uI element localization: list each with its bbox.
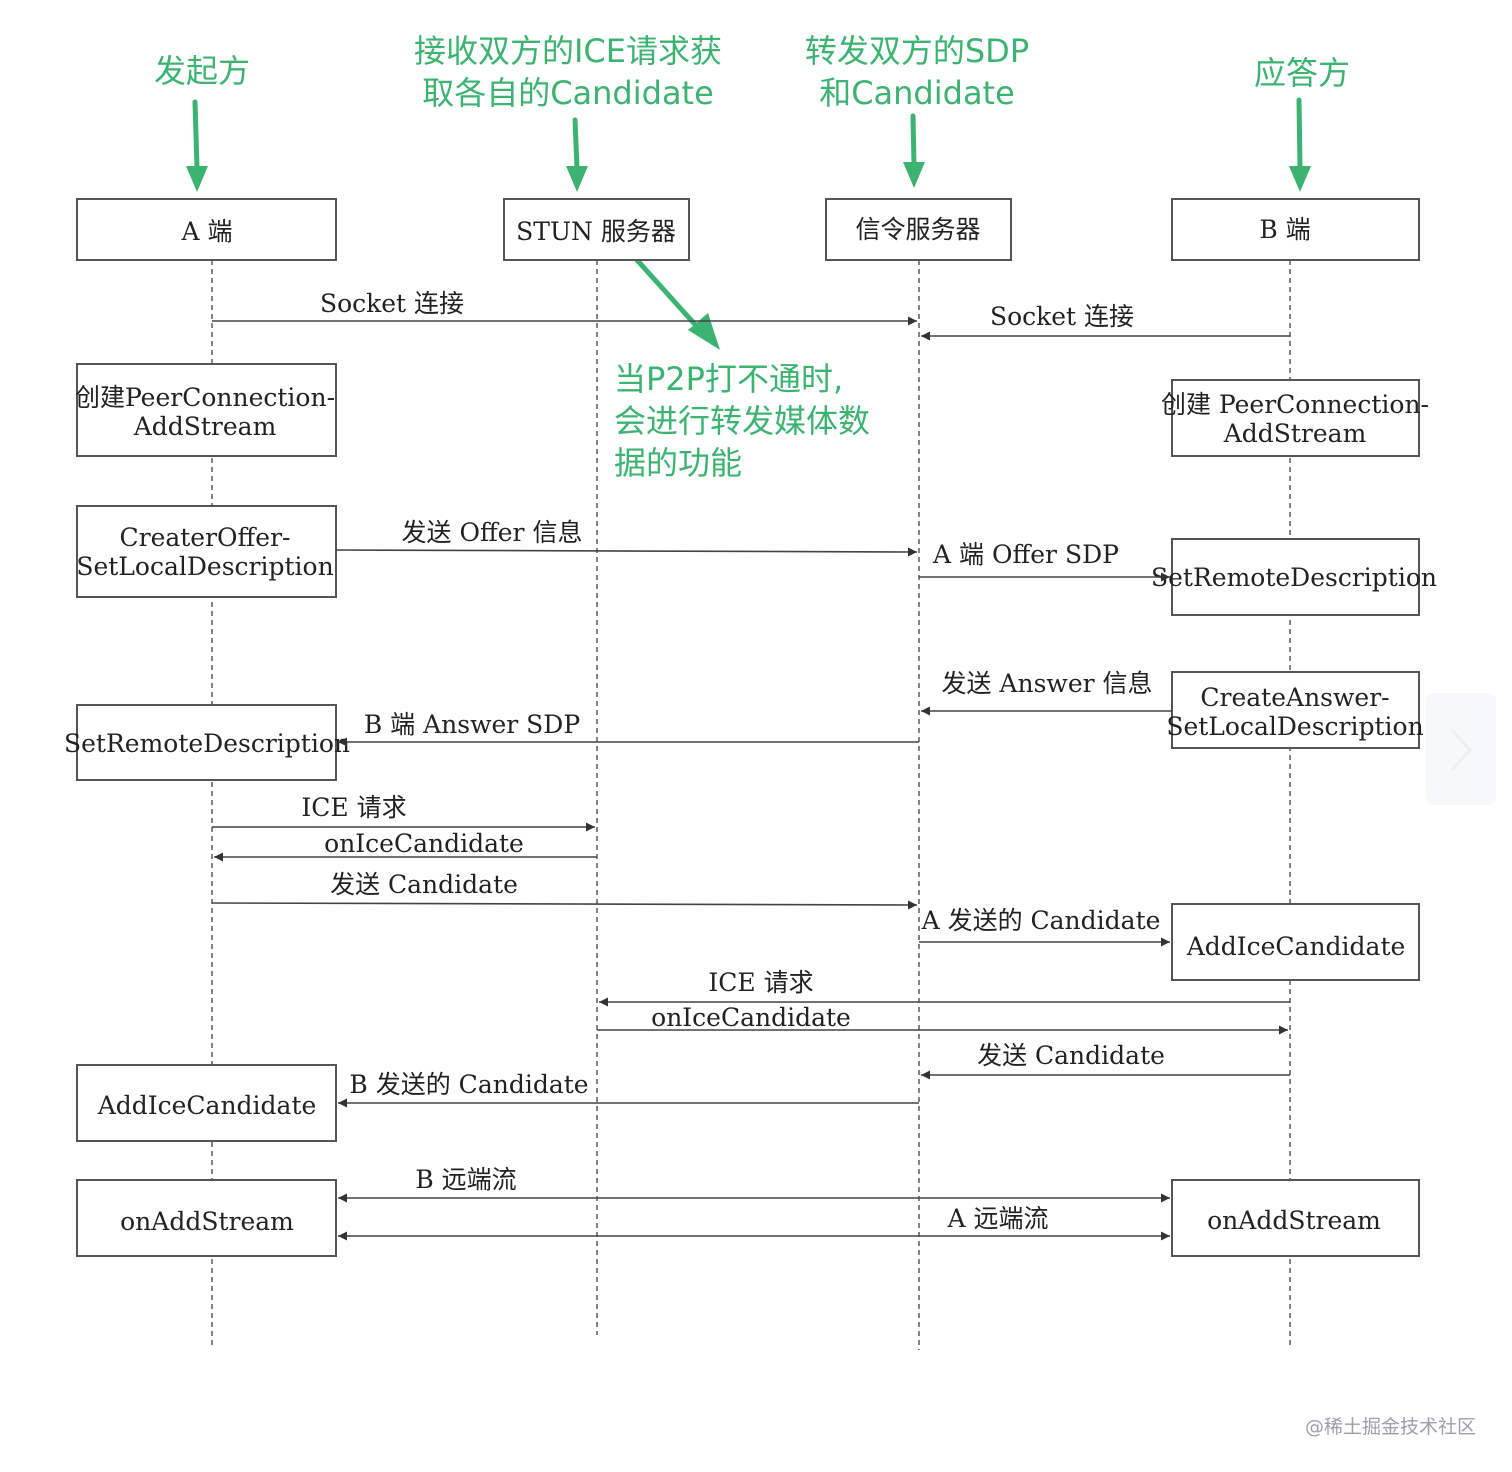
- participant-signal-box: [825, 198, 1012, 261]
- participant-b-box: [1171, 198, 1420, 261]
- watermark: @稀土掘金技术社区: [1305, 1416, 1476, 1438]
- message-send-answer: 发送 Answer 信息: [921, 669, 1172, 716]
- step-b-create-line1: 创建 PeerConnection-: [1161, 390, 1429, 419]
- pointer-arrow-responder: [1289, 97, 1311, 192]
- message-send-answer-label: 发送 Answer 信息: [941, 669, 1152, 698]
- message-a-offer-sdp: A 端 Offer SDP: [919, 540, 1170, 582]
- step-b-setremote-box: [1171, 538, 1420, 616]
- message-ice-request-a: ICE 请求: [212, 793, 595, 832]
- message-onice-b: onIceCandidate: [597, 1003, 1288, 1035]
- message-a-offer-sdp-label: A 端 Offer SDP: [932, 540, 1119, 569]
- step-a-create-line2: AddStream: [133, 412, 277, 441]
- message-ice-request-b-label: ICE 请求: [708, 968, 813, 997]
- message-b-answer-sdp: B 端 Answer SDP: [338, 710, 919, 747]
- message-b-sent-candidate: B 发送的 Candidate: [338, 1070, 919, 1108]
- message-send-candidate-b: 发送 Candidate: [921, 1041, 1290, 1080]
- step-a-offer-line2: SetLocalDescription: [76, 552, 333, 581]
- participant-stun-box: [503, 198, 690, 261]
- note-initiator: 发起方: [154, 52, 250, 90]
- message-send-candidate-b-label: 发送 Candidate: [977, 1041, 1165, 1070]
- participant-stun-label: STUN 服务器: [516, 217, 676, 246]
- message-b-remote-stream: B 远端流: [338, 1165, 1170, 1203]
- step-a-create-box: [76, 363, 337, 457]
- note-stun-role-line1: 接收双方的ICE请求获: [414, 32, 722, 70]
- message-send-candidate-a-label: 发送 Candidate: [330, 870, 518, 899]
- pointer-arrow-signal: [903, 113, 925, 188]
- step-a-offer-line1: CreaterOffer-: [119, 523, 290, 552]
- message-socket-b: Socket 连接: [921, 302, 1290, 341]
- step-b-answer-line2: SetLocalDescription: [1166, 712, 1423, 741]
- note-relay-line3: 据的功能: [614, 444, 742, 482]
- message-socket-b-label: Socket 连接: [990, 302, 1134, 331]
- side-handle[interactable]: [1426, 693, 1496, 805]
- participant-a-box: [76, 198, 337, 261]
- message-a-remote-stream-label: A 远端流: [946, 1204, 1048, 1233]
- message-onice-a-label: onIceCandidate: [324, 829, 524, 858]
- step-b-create-box: [1171, 379, 1420, 457]
- message-socket-a-label: Socket 连接: [320, 289, 464, 318]
- message-send-offer: 发送 Offer 信息: [335, 518, 918, 557]
- message-onice-b-label: onIceCandidate: [651, 1003, 851, 1032]
- message-onice-a: onIceCandidate: [214, 829, 597, 862]
- step-b-create-line2: AddStream: [1223, 419, 1367, 448]
- step-a-create-line1: 创建PeerConnection-: [75, 383, 335, 412]
- note-signal-role-line2: 和Candidate: [819, 74, 1015, 112]
- message-a-sent-candidate: A 发送的 Candidate: [919, 906, 1170, 947]
- pointer-arrow-relay: [625, 247, 720, 350]
- participant-a-label: A 端: [180, 217, 232, 246]
- step-b-setremote-label: SetRemoteDescription: [1151, 563, 1437, 592]
- message-a-sent-candidate-label: A 发送的 Candidate: [921, 906, 1161, 935]
- step-a-addice-label: AddIceCandidate: [97, 1091, 317, 1120]
- step-a-addice-box: [76, 1064, 337, 1142]
- note-relay-line2: 会进行转发媒体数: [614, 402, 870, 440]
- step-a-offer-box: [76, 505, 337, 598]
- message-send-candidate-a: 发送 Candidate: [211, 870, 918, 910]
- message-b-remote-stream-label: B 远端流: [415, 1165, 516, 1194]
- participant-signal-label: 信令服务器: [855, 215, 980, 244]
- step-b-onadd-label: onAddStream: [1207, 1206, 1381, 1235]
- message-b-answer-sdp-label: B 端 Answer SDP: [364, 710, 580, 739]
- step-b-addice-label: AddIceCandidate: [1186, 932, 1406, 961]
- step-b-answer-line1: CreateAnswer-: [1200, 683, 1389, 712]
- message-a-remote-stream: A 远端流: [338, 1204, 1170, 1241]
- step-a-onadd-label: onAddStream: [120, 1207, 294, 1236]
- step-a-setremote-label: SetRemoteDescription: [64, 729, 350, 758]
- message-socket-a: Socket 连接: [212, 289, 917, 326]
- step-a-setremote-box: [76, 704, 337, 781]
- message-ice-request-b: ICE 请求: [599, 968, 1290, 1007]
- pointer-arrow-stun: [566, 117, 588, 192]
- note-stun-role-line2: 取各自的Candidate: [422, 74, 714, 112]
- message-b-sent-candidate-label: B 发送的 Candidate: [349, 1070, 588, 1099]
- participant-b-label: B 端: [1259, 215, 1310, 244]
- message-ice-request-a-label: ICE 请求: [301, 793, 406, 822]
- step-b-answer-box: [1171, 671, 1420, 749]
- note-signal-role-line1: 转发双方的SDP: [805, 32, 1029, 70]
- step-b-addice-box: [1171, 903, 1420, 981]
- step-b-onadd-box: [1171, 1179, 1420, 1257]
- pointer-arrow-initiator: [186, 99, 208, 192]
- note-relay-line1: 当P2P打不通时,: [614, 360, 843, 398]
- step-a-onadd-box: [76, 1179, 337, 1257]
- note-responder: 应答方: [1254, 54, 1350, 92]
- chevron-right-icon: [1450, 728, 1473, 772]
- message-send-offer-label: 发送 Offer 信息: [402, 518, 583, 547]
